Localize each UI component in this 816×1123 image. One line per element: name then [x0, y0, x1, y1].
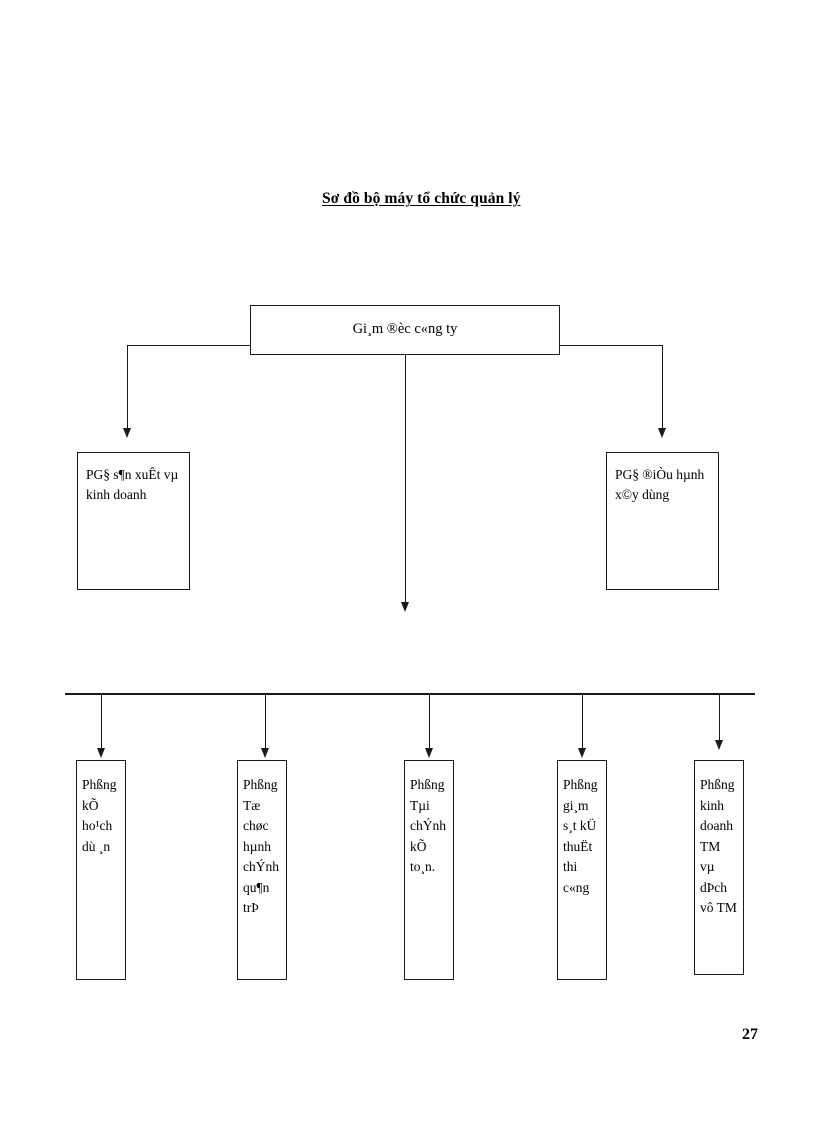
arrowhead-dept-3-icon	[424, 748, 433, 758]
org-node-dept-4-label: Phßng gi¸m s¸t kÜ thuËt thi c«ng	[563, 777, 598, 895]
distribution-bar	[65, 693, 755, 695]
connector-bar-to-dept-1	[101, 694, 102, 750]
org-node-vp-production-label: PG§ s¶n xuÊt vµ kinh doanh	[86, 467, 179, 503]
org-node-dept-2-label: Phßng Tæ chøc hµnh chÝnh qu¶n trÞ	[243, 777, 279, 916]
connector-director-to-vp-production-horizontal	[127, 345, 251, 346]
org-node-dept-3-label: Phßng Tµi chÝnh kÕ to¸n.	[410, 777, 446, 875]
connector-bar-to-dept-5	[719, 694, 720, 742]
arrowhead-dept-5-icon	[714, 740, 723, 750]
connector-director-to-vp-construction-vertical	[662, 345, 663, 430]
connector-bar-to-dept-3	[429, 694, 430, 750]
connector-director-to-distribution-bar	[405, 355, 406, 605]
arrowhead-vp-production-icon	[122, 428, 131, 438]
org-node-dept-2: Phßng Tæ chøc hµnh chÝnh qu¶n trÞ	[237, 760, 287, 980]
org-node-vp-construction-label: PG§ ®iÒu hµnh x©y dùng	[615, 467, 705, 503]
org-node-dept-1: Phßng kÕ ho¹ch dù ¸n	[76, 760, 126, 980]
org-node-director-label: Gi¸m ®èc c«ng ty	[352, 321, 458, 337]
arrowhead-vp-construction-icon	[657, 428, 666, 438]
arrowhead-dept-2-icon	[260, 748, 269, 758]
connector-director-to-vp-construction-horizontal	[559, 345, 663, 346]
page-title: Sơ đồ bộ máy tổ chức quản lý	[322, 190, 521, 207]
connector-bar-to-dept-4	[582, 694, 583, 750]
arrowhead-distribution-bar-icon	[400, 602, 409, 612]
org-node-dept-3: Phßng Tµi chÝnh kÕ to¸n.	[404, 760, 454, 980]
org-node-dept-1-label: Phßng kÕ ho¹ch dù ¸n	[82, 777, 117, 854]
connector-bar-to-dept-2	[265, 694, 266, 750]
arrowhead-dept-4-icon	[577, 748, 586, 758]
connector-director-to-vp-production-vertical	[127, 345, 128, 430]
org-node-dept-5: Phßng kinh doanh TM vµ dÞch vô TM	[694, 760, 744, 975]
arrowhead-dept-1-icon	[96, 748, 105, 758]
org-node-vp-production: PG§ s¶n xuÊt vµ kinh doanh	[77, 452, 190, 590]
org-node-dept-4: Phßng gi¸m s¸t kÜ thuËt thi c«ng	[557, 760, 607, 980]
org-node-director: Gi¸m ®èc c«ng ty	[250, 305, 560, 355]
page-number: 27	[742, 1026, 758, 1043]
org-node-dept-5-label: Phßng kinh doanh TM vµ dÞch vô TM	[700, 777, 737, 916]
org-node-vp-construction: PG§ ®iÒu hµnh x©y dùng	[606, 452, 719, 590]
